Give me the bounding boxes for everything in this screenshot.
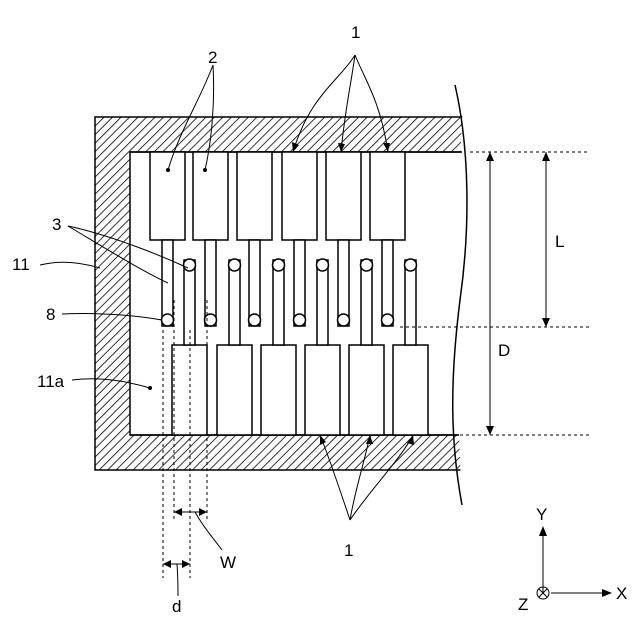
lead-wires bbox=[162, 240, 417, 345]
lower-element bbox=[261, 345, 296, 435]
lower-element bbox=[393, 345, 428, 435]
dim-W-leader bbox=[195, 512, 222, 550]
leader-11 bbox=[40, 262, 100, 268]
axis-x-label: X bbox=[616, 584, 627, 603]
lower-lead bbox=[405, 260, 416, 345]
lower-lead bbox=[361, 260, 372, 345]
leader-2-dot-a bbox=[166, 168, 170, 172]
lower-joint-circle bbox=[273, 259, 285, 271]
upper-element bbox=[282, 152, 317, 240]
upper-joint-circle bbox=[162, 314, 174, 326]
upper-joint-circle bbox=[205, 314, 217, 326]
lower-joint-circle bbox=[361, 259, 373, 271]
lower-element bbox=[349, 345, 384, 435]
upper-joint-circle bbox=[249, 314, 261, 326]
lower-lead bbox=[317, 260, 328, 345]
dim-W-label: W bbox=[220, 553, 236, 572]
lower-element bbox=[217, 345, 252, 435]
lower-lead bbox=[229, 260, 240, 345]
upper-elements bbox=[150, 152, 405, 240]
upper-element bbox=[193, 152, 228, 240]
upper-element bbox=[326, 152, 361, 240]
lower-joint-circle bbox=[317, 259, 329, 271]
upper-joint-circle bbox=[338, 314, 350, 326]
upper-lead bbox=[382, 240, 393, 326]
ref-1-top: 1 bbox=[351, 23, 360, 42]
dim-d-leader bbox=[177, 564, 178, 596]
upper-lead bbox=[294, 240, 305, 326]
axis-z-label: Z bbox=[518, 595, 528, 614]
upper-element bbox=[237, 152, 272, 240]
lower-joint-circle bbox=[405, 259, 417, 271]
coordinate-axes: Y X Z bbox=[518, 505, 627, 614]
upper-lead bbox=[249, 240, 260, 326]
lower-joint-circle bbox=[184, 259, 196, 271]
lower-lead bbox=[273, 260, 284, 345]
lower-elements bbox=[172, 345, 428, 435]
ref-1-bottom: 1 bbox=[344, 541, 353, 560]
x-axis-arrowhead bbox=[602, 589, 612, 597]
lower-joint-circle bbox=[229, 259, 241, 271]
axis-y-label: Y bbox=[536, 505, 547, 524]
ref-11: 11 bbox=[12, 255, 30, 274]
lower-element bbox=[305, 345, 340, 435]
dim-d-label: d bbox=[172, 597, 181, 616]
ref-8: 8 bbox=[46, 305, 55, 324]
leader-11a-dot bbox=[148, 386, 152, 390]
y-axis-arrowhead bbox=[539, 526, 547, 536]
upper-element bbox=[150, 152, 185, 240]
upper-element bbox=[370, 152, 405, 240]
ref-2: 2 bbox=[208, 48, 217, 67]
leader-2-dot-b bbox=[203, 168, 207, 172]
upper-joint-circle bbox=[382, 314, 394, 326]
dim-D-label: D bbox=[498, 341, 510, 360]
upper-joint-circle bbox=[294, 314, 306, 326]
ref-11a: 11a bbox=[37, 372, 65, 391]
upper-lead bbox=[338, 240, 349, 326]
ref-3: 3 bbox=[52, 215, 61, 234]
dim-L-label: L bbox=[555, 232, 564, 251]
